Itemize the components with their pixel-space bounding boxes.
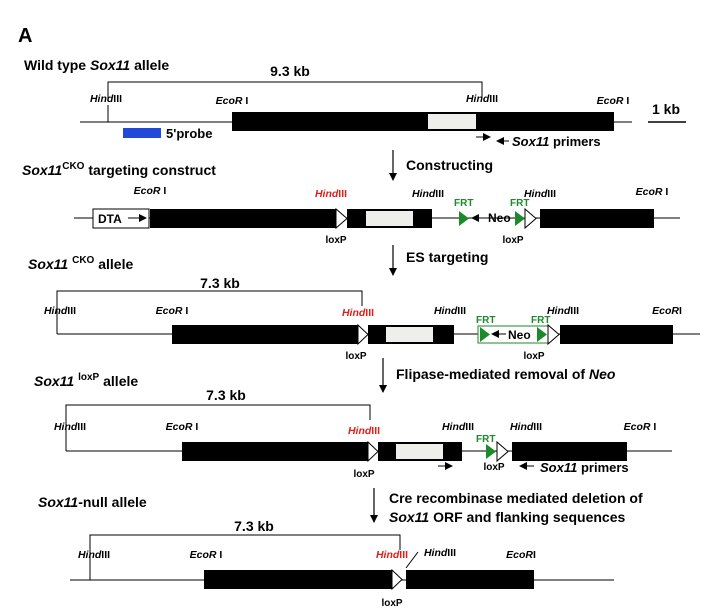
dta-cassette bbox=[92, 208, 150, 229]
construct-neo-label: Neo bbox=[488, 211, 511, 225]
cko-hindiii-0: HindIII bbox=[44, 305, 76, 317]
construct-hindiii-red: HindIII bbox=[315, 188, 347, 200]
construct-frt-1-triangle bbox=[459, 211, 469, 226]
step3-label: Flipase-mediated removal of Neo bbox=[396, 366, 616, 382]
step2-label: ES targeting bbox=[406, 249, 488, 265]
cko-neo-label: Neo bbox=[508, 328, 531, 342]
loxp-fragment-size: 7.3 kb bbox=[206, 387, 246, 403]
step1-label: Constructing bbox=[406, 157, 493, 173]
wt-title: Wild type Sox11 allele bbox=[24, 57, 169, 73]
cko-allele-title: Sox11 CKO allele bbox=[28, 255, 133, 272]
cko-exon-right bbox=[560, 325, 673, 344]
loxp-loxp-2-label: loxP bbox=[483, 462, 504, 473]
construct-frt-2-triangle bbox=[515, 211, 525, 226]
construct-ecori-2: EcoR I bbox=[636, 186, 669, 198]
cko-loxp-1-label: loxP bbox=[345, 351, 366, 362]
cko-loxp-2-triangle bbox=[547, 323, 560, 346]
wt-fragment-bracket bbox=[107, 81, 483, 98]
scale-bar-label: 1 kb bbox=[652, 101, 680, 117]
loxp-hindiii-1: HindIII bbox=[442, 421, 474, 433]
null-fragment-bracket bbox=[89, 534, 401, 580]
null-hindiii-0: HindIII bbox=[78, 549, 110, 561]
loxp-ecori-1: EcoR I bbox=[166, 421, 199, 433]
cko-utr-box bbox=[386, 327, 433, 342]
wt-utr-box bbox=[428, 114, 476, 129]
construct-utr-box bbox=[366, 211, 413, 226]
panel-label: A bbox=[18, 25, 32, 47]
cko-construct-title: Sox11CKO targeting construct bbox=[22, 161, 216, 178]
cko-exon-left bbox=[172, 325, 358, 344]
null-ecori-2: EcoRI bbox=[506, 549, 536, 561]
probe-label: 5'probe bbox=[166, 126, 212, 141]
cko-ecori-2: EcoRI bbox=[652, 305, 682, 317]
construct-frt-1-label: FRT bbox=[454, 198, 473, 209]
loxp-hindiii-red: HindIII bbox=[348, 425, 380, 437]
construct-frt-2-label: FRT bbox=[510, 198, 529, 209]
probe-bar bbox=[123, 128, 161, 138]
cko-loxp-2-label: loxP bbox=[523, 351, 544, 362]
wt-hindiii-2: HindIII bbox=[466, 93, 498, 105]
cko-frt-1-label: FRT bbox=[476, 315, 495, 326]
null-hindiii-1-leader bbox=[405, 551, 419, 569]
cko-hindiii-2: HindIII bbox=[547, 305, 579, 317]
loxp-exon-right bbox=[512, 442, 627, 461]
loxp-frt-label: FRT bbox=[476, 434, 495, 445]
wt-hindiii-1: HindIII bbox=[90, 93, 122, 105]
construct-ecori-1: EcoR I bbox=[134, 185, 167, 197]
loxp-loxp-1-triangle bbox=[367, 440, 379, 463]
wt-primers-label: Sox11 primers bbox=[512, 134, 601, 149]
cko-ecori-1: EcoR I bbox=[156, 305, 189, 317]
wt-exon-block bbox=[232, 112, 614, 131]
wt-ecori-1: EcoR I bbox=[216, 95, 249, 107]
construct-loxp-1-label: loxP bbox=[325, 235, 346, 246]
construct-loxp-2-label: loxP bbox=[502, 235, 523, 246]
step4-line2: Sox11 ORF and flanking sequences bbox=[389, 509, 625, 525]
loxp-primers-label: Sox11 primers bbox=[540, 460, 629, 475]
loxp-allele-title: Sox11 loxP allele bbox=[34, 372, 138, 389]
loxp-ecori-2: EcoR I bbox=[624, 421, 657, 433]
loxp-hindiii-2: HindIII bbox=[510, 421, 542, 433]
null-hindiii-red: HindIII bbox=[376, 549, 408, 561]
null-hindiii-1: HindIII bbox=[424, 547, 456, 559]
loxp-utr-box bbox=[396, 444, 443, 459]
null-exon-left bbox=[204, 570, 392, 589]
cko-frt-2-label: FRT bbox=[531, 315, 550, 326]
cko-hindiii-red: HindIII bbox=[342, 307, 374, 319]
cko-fragment-size: 7.3 kb bbox=[200, 275, 240, 291]
null-loxp-label: loxP bbox=[381, 598, 402, 609]
loxp-frt-triangle bbox=[486, 444, 496, 459]
dta-label: DTA bbox=[98, 212, 122, 226]
construct-hindiii-2: HindIII bbox=[524, 188, 556, 200]
wt-fragment-size: 9.3 kb bbox=[270, 63, 310, 79]
null-loxp-triangle bbox=[391, 568, 403, 591]
loxp-fragment-bracket bbox=[65, 404, 371, 451]
null-exon-right bbox=[406, 570, 534, 589]
null-allele-title: Sox11-null allele bbox=[38, 494, 147, 510]
construct-exon-left bbox=[150, 209, 336, 228]
cko-hindiii-1: HindIII bbox=[434, 305, 466, 317]
cko-loxp-1-triangle bbox=[357, 323, 369, 346]
construct-loxp-2-triangle bbox=[524, 207, 537, 230]
null-fragment-size: 7.3 kb bbox=[234, 518, 274, 534]
construct-loxp-1-triangle bbox=[335, 207, 348, 230]
construct-exon-right bbox=[540, 209, 654, 228]
loxp-hindiii-0: HindIII bbox=[54, 421, 86, 433]
cko-frt-2-triangle bbox=[537, 327, 547, 342]
step4-line1: Cre recombinase mediated deletion of bbox=[389, 490, 643, 506]
wt-ecori-2: EcoR I bbox=[597, 95, 630, 107]
loxp-exon-left bbox=[182, 442, 368, 461]
loxp-loxp-1-label: loxP bbox=[353, 469, 374, 480]
construct-hindiii-1: HindIII bbox=[412, 188, 444, 200]
cko-fragment-bracket bbox=[56, 290, 363, 334]
null-ecori-1: EcoR I bbox=[190, 549, 223, 561]
cko-frt-1-triangle bbox=[480, 327, 490, 342]
loxp-loxp-2-triangle bbox=[496, 440, 509, 463]
